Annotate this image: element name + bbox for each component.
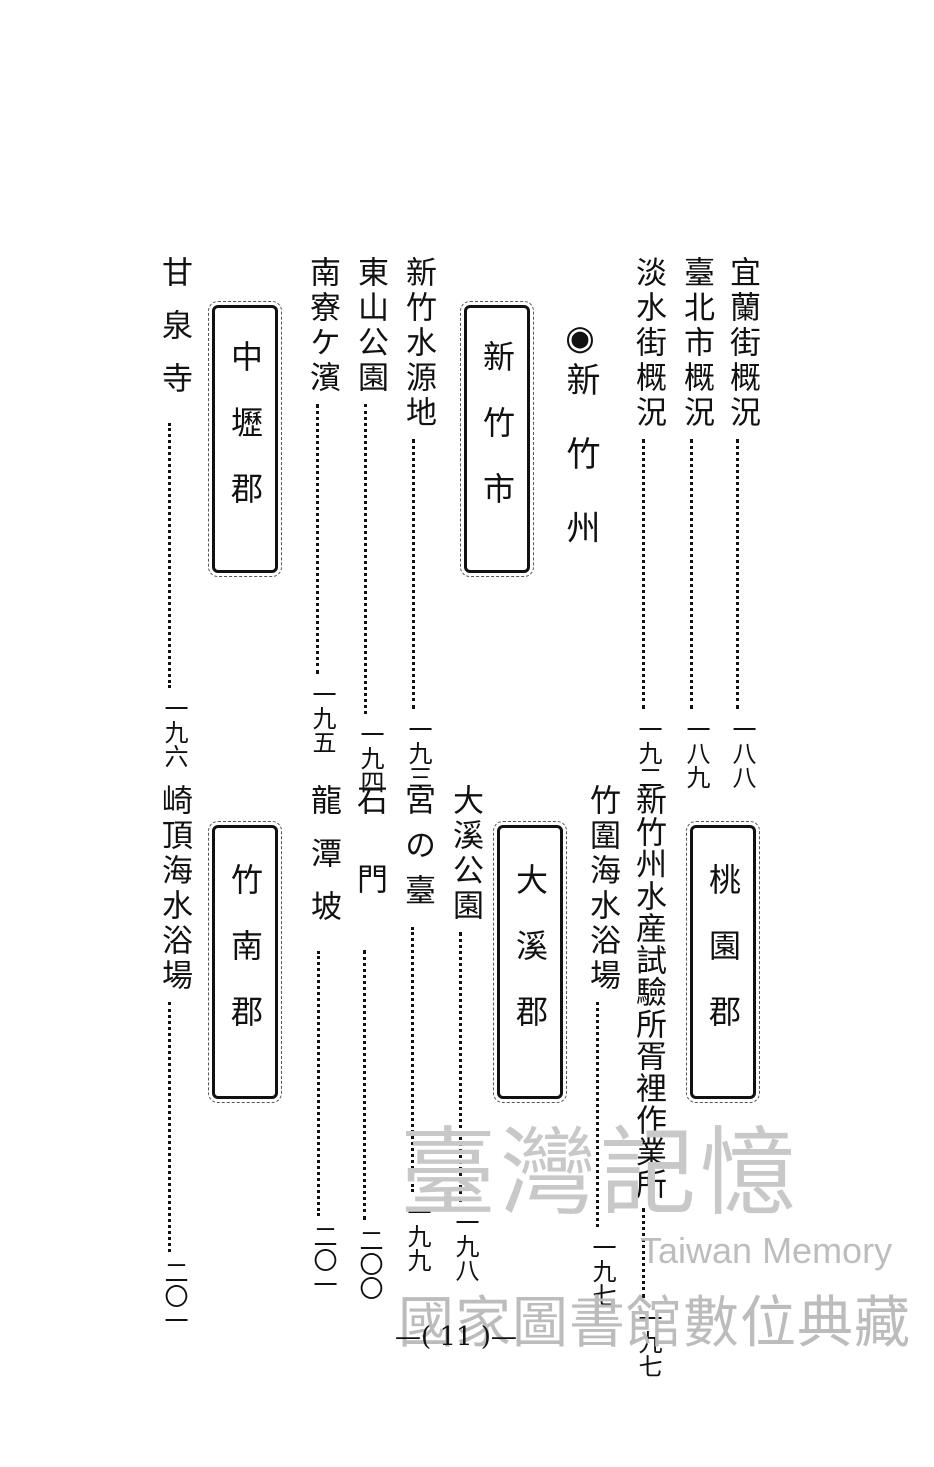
leader-dots xyxy=(595,1002,609,1227)
watermark-logo: 臺灣記憶 xyxy=(400,1117,800,1229)
leader-dots xyxy=(167,1002,181,1252)
toc-entry-title: 淡水街概況 xyxy=(630,256,666,431)
toc-entry: 淡水街概況一九二 xyxy=(628,256,668,789)
toc-entry-title: 新竹州水産試驗所胥裡作業所 xyxy=(630,784,666,1200)
watermark-english: Taiwan Memory xyxy=(640,1230,893,1271)
toc-entry-page: 二〇一 xyxy=(160,1260,188,1332)
toc-entry: 龍潭坡二〇一 xyxy=(303,784,343,1296)
toc-entry: 大溪公園一九八 xyxy=(445,784,485,1282)
toc-entry-page: 一九二 xyxy=(634,717,662,789)
leader-dots xyxy=(315,404,329,674)
box-heading-shinchiku-city: 新竹市 xyxy=(460,301,534,577)
toc-entry-page: 一九八 xyxy=(451,1210,479,1282)
box-heading-text: 大溪郡 xyxy=(511,863,549,1061)
box-heading-churei-county: 中壢郡 xyxy=(208,301,282,577)
leader-dots xyxy=(316,951,330,1216)
toc-entry-page: 一九七 xyxy=(634,1306,662,1378)
toc-entry-page: 一九七 xyxy=(588,1235,616,1307)
leader-dots xyxy=(641,439,655,709)
toc-entry-page: 一九六 xyxy=(160,696,188,768)
toc-entry-page: 一八九 xyxy=(682,717,710,789)
toc-entry-title: 南寮ケ濱 xyxy=(304,256,340,396)
toc-entry: 新竹州水産試驗所胥裡作業所一九七 xyxy=(628,784,668,1378)
leader-dots xyxy=(167,423,181,688)
leader-dots xyxy=(363,404,377,714)
bullet-icon: ◉ xyxy=(560,318,600,362)
toc-entry-page: 一九三 xyxy=(404,717,432,789)
toc-entry-title: 宮の臺 xyxy=(399,784,435,919)
toc-entry-page: 一九九 xyxy=(403,1200,431,1272)
toc-entry-title: 東山公園 xyxy=(352,256,388,396)
toc-entry: 東山公園一九四 xyxy=(350,256,390,794)
leader-dots xyxy=(689,439,703,709)
toc-entry-title: 甘泉寺 xyxy=(156,256,192,415)
box-heading-text: 竹南郡 xyxy=(226,863,264,1061)
toc-entry: 宮の臺一九九 xyxy=(397,784,437,1274)
box-heading-text: 中壢郡 xyxy=(226,340,264,538)
toc-entry: 臺北市概況一八九 xyxy=(676,256,716,789)
leader-dots xyxy=(362,950,376,1220)
box-heading-text: 桃園郡 xyxy=(704,863,742,1061)
leader-dots xyxy=(641,1208,655,1298)
toc-entry-title: 宜蘭街概況 xyxy=(724,256,760,431)
leader-dots xyxy=(411,439,425,709)
section-heading: ◉新竹州 xyxy=(558,318,602,584)
leader-dots xyxy=(458,932,472,1202)
page-number: —( 11 )— xyxy=(395,1322,517,1352)
toc-entry: 宜蘭街概況一八八 xyxy=(722,256,762,789)
toc-entry-title: 臺北市概況 xyxy=(678,256,714,431)
section-heading-text: 新竹州 xyxy=(560,362,600,584)
leader-dots xyxy=(735,439,749,709)
watermark-library: 國家圖書館數位典藏 xyxy=(398,1291,911,1356)
toc-entry-title: 龍潭坡 xyxy=(305,784,341,943)
toc-entry: 南寮ケ濱一九五 xyxy=(302,256,342,754)
box-heading-daikei-county: 大溪郡 xyxy=(493,821,567,1103)
box-heading-toen-county: 桃園郡 xyxy=(686,821,760,1103)
toc-entry-title: 大溪公園 xyxy=(447,784,483,924)
toc-entry-page: 二〇一 xyxy=(309,1224,337,1296)
toc-entry: 石門二〇〇 xyxy=(349,784,389,1300)
toc-entry: 竹圍海水浴場一九七 xyxy=(582,784,622,1307)
toc-entry-page: 一九五 xyxy=(308,682,336,754)
toc-entry-title: 崎頂海水浴場 xyxy=(156,784,192,994)
toc-entry: 崎頂海水浴場二〇一 xyxy=(154,784,194,1332)
toc-entry: 甘泉寺一九六 xyxy=(154,256,194,768)
toc-entry-page: 一九四 xyxy=(356,722,384,794)
toc-entry-title: 竹圍海水浴場 xyxy=(584,784,620,994)
toc-entry-title: 新竹水源地 xyxy=(400,256,436,431)
toc-entry-page: 二〇〇 xyxy=(355,1228,383,1300)
toc-entry-page: 一八八 xyxy=(728,717,756,789)
box-heading-text: 新竹市 xyxy=(478,340,516,538)
toc-entry-title: 石門 xyxy=(351,784,387,942)
box-heading-chikunan-county: 竹南郡 xyxy=(208,821,282,1103)
leader-dots xyxy=(410,927,424,1192)
toc-entry: 新竹水源地一九三 xyxy=(398,256,438,789)
